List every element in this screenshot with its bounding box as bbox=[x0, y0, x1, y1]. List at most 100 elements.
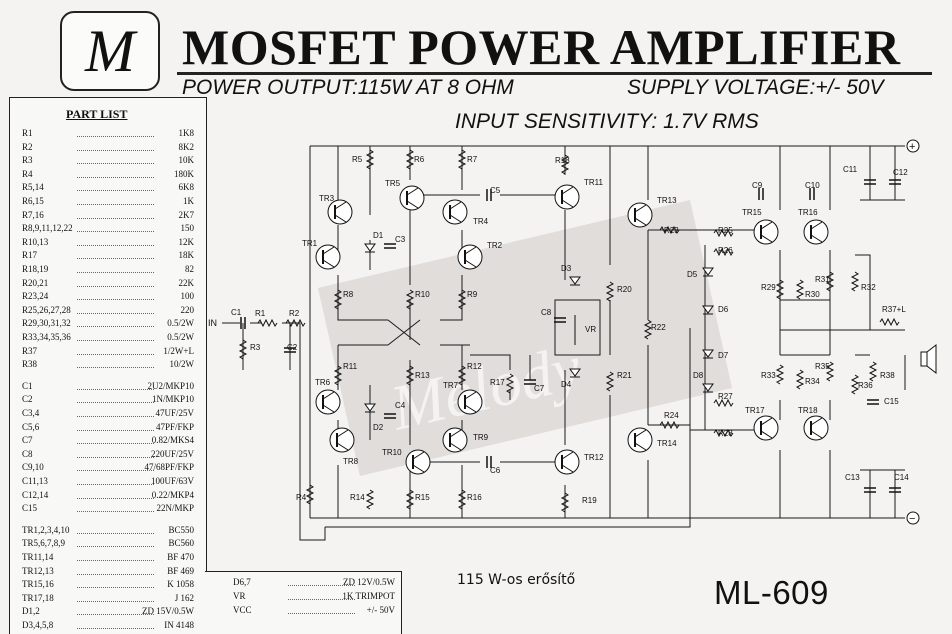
label-r22: R22 bbox=[651, 323, 666, 332]
capacitor-c6 bbox=[486, 456, 492, 468]
label-r34: R34 bbox=[805, 377, 820, 386]
transistor-tr5 bbox=[399, 185, 425, 211]
label-r37: R37+L bbox=[882, 305, 906, 314]
part-value: 6K8 bbox=[178, 182, 195, 193]
resistor-r27 bbox=[713, 398, 734, 408]
part-value: 22K bbox=[178, 277, 195, 288]
leader-dots bbox=[77, 331, 154, 341]
part-name: D1,2 bbox=[22, 606, 40, 617]
caption: 115 W-os erősítő bbox=[457, 572, 576, 588]
watermark: Melody bbox=[318, 200, 732, 476]
part-list-item: TR1,2,3,4,10 BC550 bbox=[22, 524, 194, 537]
resistor-r25 bbox=[713, 228, 734, 238]
leader-dots bbox=[77, 489, 154, 499]
label-tr18: TR18 bbox=[798, 406, 818, 415]
leader-dots bbox=[77, 565, 154, 575]
part-name: R29,30,31,32 bbox=[22, 318, 71, 329]
label-r19: R19 bbox=[582, 496, 597, 505]
leader-dots bbox=[77, 263, 154, 273]
leader-dots bbox=[288, 604, 355, 614]
logo-letter: M bbox=[85, 18, 135, 84]
label-d4: D4 bbox=[561, 380, 572, 389]
title-underline bbox=[177, 72, 932, 75]
label-r11: R11 bbox=[343, 362, 358, 371]
resistor-r34 bbox=[795, 369, 805, 390]
label-r23: R23 bbox=[664, 226, 679, 235]
capacitor-c5 bbox=[486, 189, 492, 201]
label-r36: R36 bbox=[858, 381, 873, 390]
resistor-r23 bbox=[659, 225, 680, 235]
leader-dots bbox=[77, 524, 154, 534]
label-c8: C8 bbox=[541, 308, 552, 317]
supply-voltage-spec: SUPPLY VOLTAGE:+/- 50V bbox=[627, 76, 884, 99]
capacitor-c4 bbox=[384, 413, 396, 419]
label-r5: R5 bbox=[352, 155, 363, 164]
resistor-r28 bbox=[713, 428, 734, 438]
part-value: 1/2W+L bbox=[163, 345, 194, 356]
leader-dots bbox=[77, 619, 154, 629]
label-r38: R38 bbox=[880, 371, 895, 380]
resistor-r32 bbox=[850, 271, 860, 292]
label-c10: C10 bbox=[805, 181, 820, 190]
resistor-r31 bbox=[825, 271, 835, 292]
model-number: ML-609 bbox=[714, 574, 829, 611]
label-r20: R20 bbox=[617, 285, 632, 294]
part-value: 180K bbox=[174, 168, 194, 179]
label-d6: D6 bbox=[718, 305, 729, 314]
transistor-tr14 bbox=[627, 427, 653, 453]
resistor-r17 bbox=[505, 373, 515, 394]
part-name: R25,26,27,28 bbox=[22, 304, 71, 315]
transistor-tr7 bbox=[457, 389, 483, 415]
part-value: BC550 bbox=[168, 524, 194, 535]
label-r16: R16 bbox=[467, 493, 482, 502]
capacitor-c10 bbox=[809, 188, 815, 200]
part-name: C1 bbox=[22, 380, 33, 391]
part-name: C9,10 bbox=[22, 462, 44, 473]
leader-dots bbox=[77, 537, 154, 548]
label-d8: D8 bbox=[693, 371, 704, 380]
leader-dots bbox=[77, 181, 154, 192]
resistor-r16 bbox=[457, 489, 467, 510]
resistor-r12 bbox=[457, 365, 467, 386]
transistor-tr12 bbox=[554, 449, 580, 475]
part-value: BF 470 bbox=[167, 552, 194, 562]
part-name: VR bbox=[233, 591, 246, 601]
part-name: R17 bbox=[22, 250, 38, 261]
label-tr7: TR7 bbox=[443, 381, 459, 390]
leader-dots bbox=[77, 393, 154, 404]
resistor-r24 bbox=[659, 420, 680, 430]
leader-dots bbox=[77, 407, 154, 417]
capacitor-c7 bbox=[524, 379, 536, 385]
diode-d3 bbox=[569, 276, 581, 286]
part-value: 8K2 bbox=[178, 141, 195, 152]
label-c5: C5 bbox=[490, 186, 501, 195]
part-name: TR12,13 bbox=[22, 565, 54, 576]
resistor-r33 bbox=[775, 364, 785, 385]
part-value: 2K7 bbox=[178, 209, 195, 220]
diode-d2 bbox=[364, 403, 376, 413]
part-name: TR11,14 bbox=[22, 552, 54, 562]
label-r33: R33 bbox=[761, 371, 776, 380]
minus-rail-terminal bbox=[906, 511, 920, 525]
capacitor-c9 bbox=[758, 188, 764, 200]
label-r21: R21 bbox=[617, 371, 632, 380]
part-value: 0.5/2W bbox=[167, 318, 194, 329]
resistor-r26 bbox=[713, 247, 734, 257]
part-name: TR1,2,3,4,10 bbox=[22, 524, 70, 535]
label-r26: R26 bbox=[718, 246, 733, 255]
part-name: R6,15 bbox=[22, 196, 44, 206]
leader-dots bbox=[77, 127, 154, 137]
capacitor-c1 bbox=[240, 317, 246, 329]
